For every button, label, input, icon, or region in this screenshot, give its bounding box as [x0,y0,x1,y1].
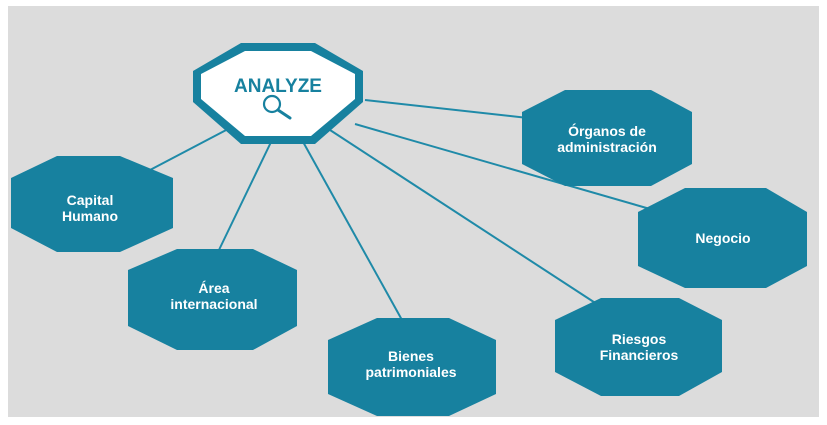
hexagon-riesgos-financieros: Riesgos Financieros [555,298,722,396]
hexagon-area-internacional: Área internacional [128,249,297,350]
hexagon-label-line: administración [557,139,657,155]
connector-bienes-patrimoniales [301,139,403,321]
hexagon-label-line: Capital [67,192,114,208]
center-hexagon-fill [201,51,355,136]
hexagon-shape [328,318,496,416]
hexagon-label-line: Riesgos [612,331,667,347]
hexagon-shape [11,156,173,252]
connector-negocio [354,123,665,214]
hexagon-capital-humano: Capital Humano [11,156,173,252]
hexagon-label-line: Área [198,280,229,296]
hexagon-label-line: Financieros [600,347,679,363]
connector-area-internacional [217,139,273,253]
hexagon-shape [128,249,297,350]
hexagon-label-line: Bienes [388,348,434,364]
hexagon-shape [522,90,692,186]
magnifier-icon [262,94,292,120]
hexagon-shape [638,188,807,288]
hexagon-label-line: Negocio [695,230,750,246]
hexagon-label-line: Humano [62,208,118,224]
center-hexagon-analyze: ANALYZE [193,43,363,144]
hexagon-organos-administracion: Órganos de administración [522,90,692,186]
hexagon-shape [555,298,722,396]
connector-capital-humano [149,127,231,171]
connector-lines [149,99,665,321]
hexagon-bienes-patrimoniales: Bienes patrimoniales [328,318,496,416]
center-label: ANALYZE [234,76,322,97]
hexagon-label-line: Órganos de [568,122,646,139]
connector-organos-administracion [364,99,529,119]
hexagon-label-line: internacional [170,296,257,312]
hexagon-negocio: Negocio [638,188,807,288]
connector-riesgos-financieros [329,129,604,309]
hexagon-label-line: patrimoniales [365,364,456,380]
